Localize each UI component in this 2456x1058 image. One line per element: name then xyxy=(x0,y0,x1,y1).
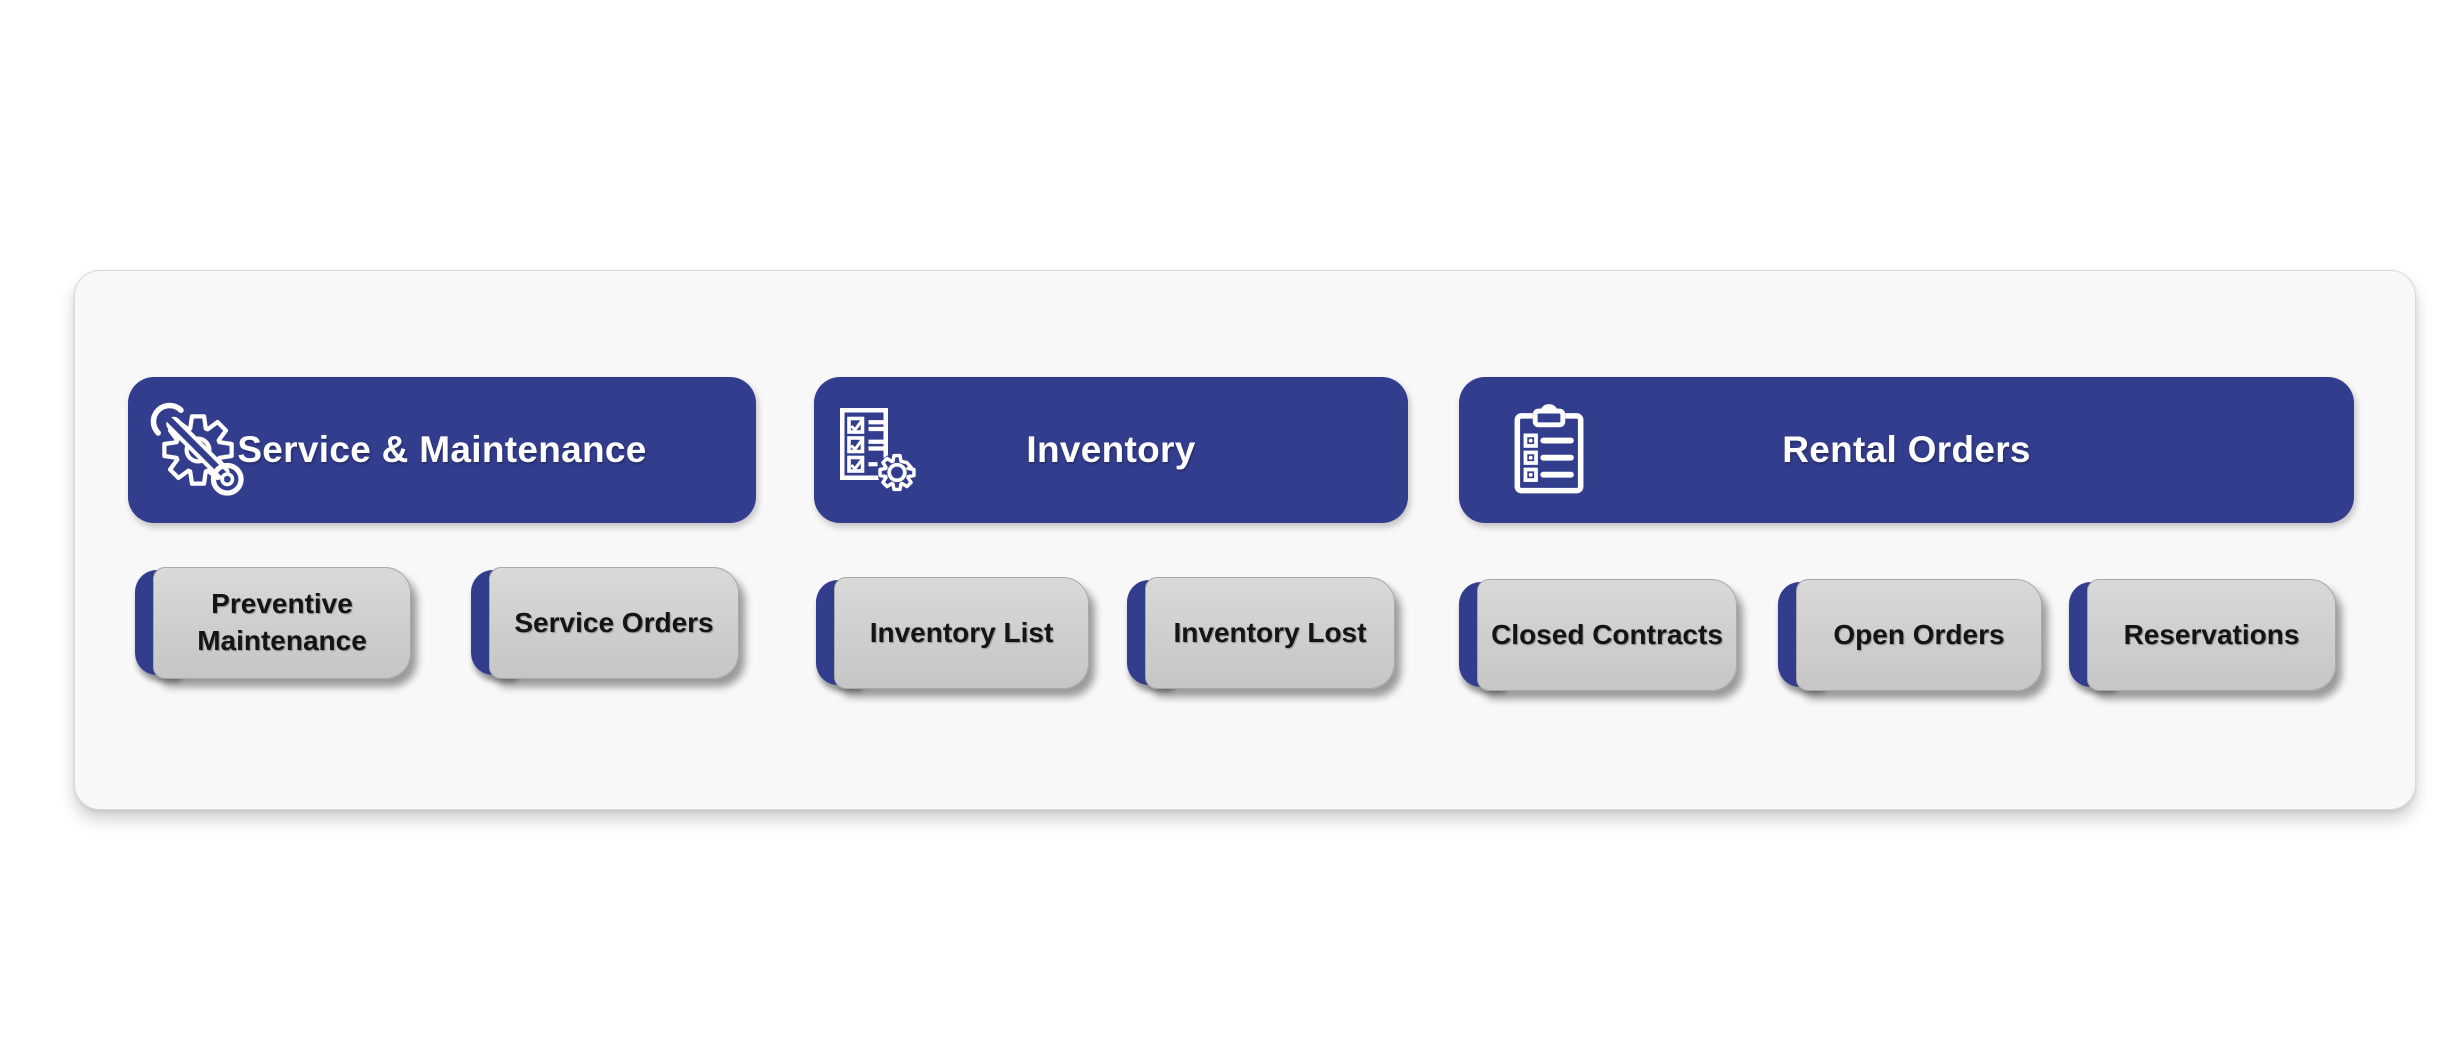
button-service-orders[interactable]: Service Orders xyxy=(471,567,739,679)
button-label: Inventory List xyxy=(834,577,1089,689)
group-inventory: Inventory Inventory List Inventory Lost xyxy=(814,377,1408,787)
clipboard-list-icon xyxy=(1497,398,1601,502)
group-rental-orders: Rental Orders Closed Contracts Open Orde… xyxy=(1459,377,2354,787)
header-label: Service & Maintenance xyxy=(237,429,647,470)
header-tile-rental-orders[interactable]: Rental Orders xyxy=(1459,377,2354,523)
wrench-gear-icon xyxy=(146,398,250,502)
group-service-maintenance: Service & Maintenance Preventive Mainten… xyxy=(128,377,756,787)
button-inventory-list[interactable]: Inventory List xyxy=(816,577,1089,689)
button-label: Closed Contracts xyxy=(1477,579,1737,691)
button-closed-contracts[interactable]: Closed Contracts xyxy=(1459,579,1737,691)
button-label: Preventive Maintenance xyxy=(153,567,411,679)
dashboard-card: Service & Maintenance Preventive Mainten… xyxy=(74,270,2416,810)
button-label: Open Orders xyxy=(1796,579,2042,691)
header-label: Rental Orders xyxy=(1782,429,2031,470)
header-tile-inventory[interactable]: Inventory xyxy=(814,377,1408,523)
button-inventory-lost[interactable]: Inventory Lost xyxy=(1127,577,1395,689)
header-tile-service-maintenance[interactable]: Service & Maintenance xyxy=(128,377,756,523)
button-label: Reservations xyxy=(2087,579,2336,691)
button-open-orders[interactable]: Open Orders xyxy=(1778,579,2042,691)
button-reservations[interactable]: Reservations xyxy=(2069,579,2336,691)
checklist-gear-icon xyxy=(828,402,924,498)
button-label: Service Orders xyxy=(489,567,739,679)
header-label: Inventory xyxy=(1026,429,1196,470)
button-label: Inventory Lost xyxy=(1145,577,1395,689)
button-preventive-maintenance[interactable]: Preventive Maintenance xyxy=(135,567,411,679)
